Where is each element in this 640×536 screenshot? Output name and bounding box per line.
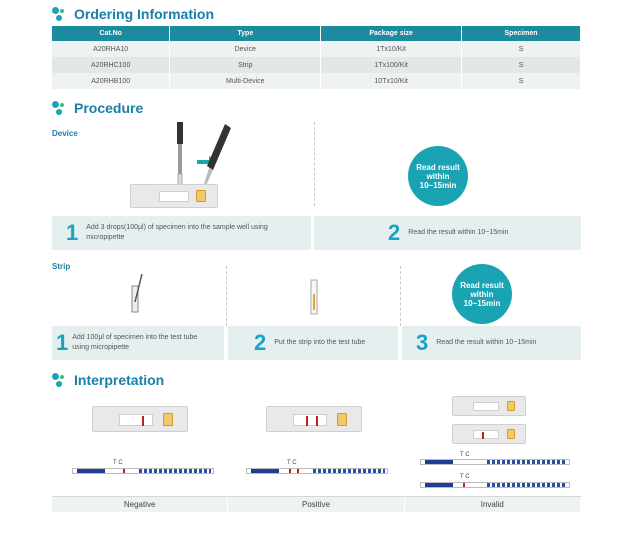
negative-strip (72, 468, 214, 474)
procedure-header: Procedure (52, 100, 143, 116)
table-cell: S (461, 57, 581, 73)
read-result-line: Read result (460, 280, 504, 290)
pipette-tip (134, 273, 143, 303)
ordering-table: Cat.No Type Package size Specimen A20RHA… (52, 26, 581, 89)
result-negative: Negative (52, 497, 229, 512)
step-text: Put the strip into the test tube (274, 339, 366, 346)
table-cell: A20RHC100 (52, 57, 171, 73)
tc-label: T C (460, 474, 470, 480)
procedure-title: Procedure (74, 100, 144, 116)
read-result-badge: Read result within 10~15min (408, 146, 468, 206)
positive-strip (246, 468, 388, 474)
positive-cassette (266, 406, 362, 432)
bullet-dots-icon (52, 373, 66, 387)
step-text: Add 3 drops(100μl) of specimen into the … (86, 224, 268, 241)
table-cell: A20RHB100 (52, 73, 171, 89)
result-invalid: Invalid (405, 497, 581, 512)
step-number: 3 (416, 330, 429, 355)
read-result-line: within (470, 289, 494, 299)
column-header: Type (169, 26, 322, 41)
step-text: Read the result within 10~15min (436, 339, 537, 346)
step-number: 2 (388, 220, 401, 245)
pipette-body-2 (207, 124, 231, 170)
strip-in-tube-illustration (310, 279, 318, 315)
bullet-dots-icon (52, 7, 66, 21)
step-number: 1 (56, 330, 69, 355)
pipette-shaft-1 (178, 144, 182, 174)
invalid-strip-2 (420, 482, 570, 488)
device-label: Device (52, 129, 78, 138)
column-header: Cat.No (52, 26, 171, 41)
test-strip (313, 294, 315, 310)
table-cell: 10Tx10/Kit (320, 73, 463, 89)
read-result-badge: Read result within 10~15min (452, 264, 512, 324)
strip-label: Strip (52, 262, 71, 271)
table-cell: Multi-Device (169, 73, 322, 89)
strip-step-1: 1 Add 100μl of specimen into the test tu… (52, 326, 224, 360)
table-cell: A20RHA10 (52, 41, 171, 57)
tc-label: T C (460, 452, 470, 458)
device-step-2: 2 Read the result within 10~15min (314, 216, 581, 250)
test-tube-illustration (131, 273, 143, 313)
table-cell: 1Tx10/Kit (320, 41, 463, 57)
step-text: Read the result within 10~15min (408, 229, 509, 236)
tc-label: T C (287, 460, 297, 466)
bullet-dots-icon (52, 101, 66, 115)
result-positive: Positive (228, 497, 405, 512)
step-number: 2 (254, 330, 267, 355)
table-cell: Strip (169, 57, 322, 73)
tc-label: T C (113, 460, 123, 466)
pipette-tip-2 (203, 168, 213, 188)
step-text: Add 100μl of specimen into the test tube… (72, 334, 198, 351)
read-result-line: 10~15min (419, 180, 457, 190)
read-result-line: Read result (416, 162, 460, 172)
column-header: Package size (320, 26, 463, 41)
strip-step-2: 2 Put the strip into the test tube (228, 326, 398, 360)
step-number: 1 (66, 220, 79, 245)
device-step-1: 1 Add 3 drops(100μl) of specimen into th… (52, 216, 311, 250)
device-cassette (130, 184, 218, 208)
table-cell: 1Tx100/Kit (320, 57, 463, 73)
invalid-strip-1 (420, 459, 570, 465)
interpretation-header: Interpretation (52, 372, 164, 388)
invalid-cassette-2 (452, 424, 526, 444)
negative-cassette (92, 406, 188, 432)
interpretation-title: Interpretation (74, 372, 165, 388)
table-cell: Device (169, 41, 322, 57)
read-result-line: 10~15min (463, 298, 501, 308)
interpretation-result-bar: Negative Positive Invalid (52, 496, 581, 512)
column-header: Specimen (461, 26, 581, 41)
invalid-cassette-1 (452, 396, 526, 416)
ordering-title: Ordering Information (74, 6, 214, 22)
strip-step-3: 3 Read the result within 10~15min (402, 326, 581, 360)
pipette-body-1 (177, 122, 183, 144)
table-cell: S (461, 41, 581, 57)
micropipette-illustration (177, 122, 231, 191)
table-row: A20RHB100 Multi-Device 10Tx10/Kit S (52, 73, 581, 89)
step-divider (314, 122, 315, 206)
step-divider (226, 266, 227, 326)
read-result-line: within (426, 171, 450, 181)
table-row: A20RHC100 Strip 1Tx100/Kit S (52, 57, 581, 73)
table-cell: S (461, 73, 581, 89)
ordering-header: Ordering Information (52, 6, 214, 22)
table-row: A20RHA10 Device 1Tx10/Kit S (52, 41, 581, 57)
step-divider (400, 266, 401, 326)
